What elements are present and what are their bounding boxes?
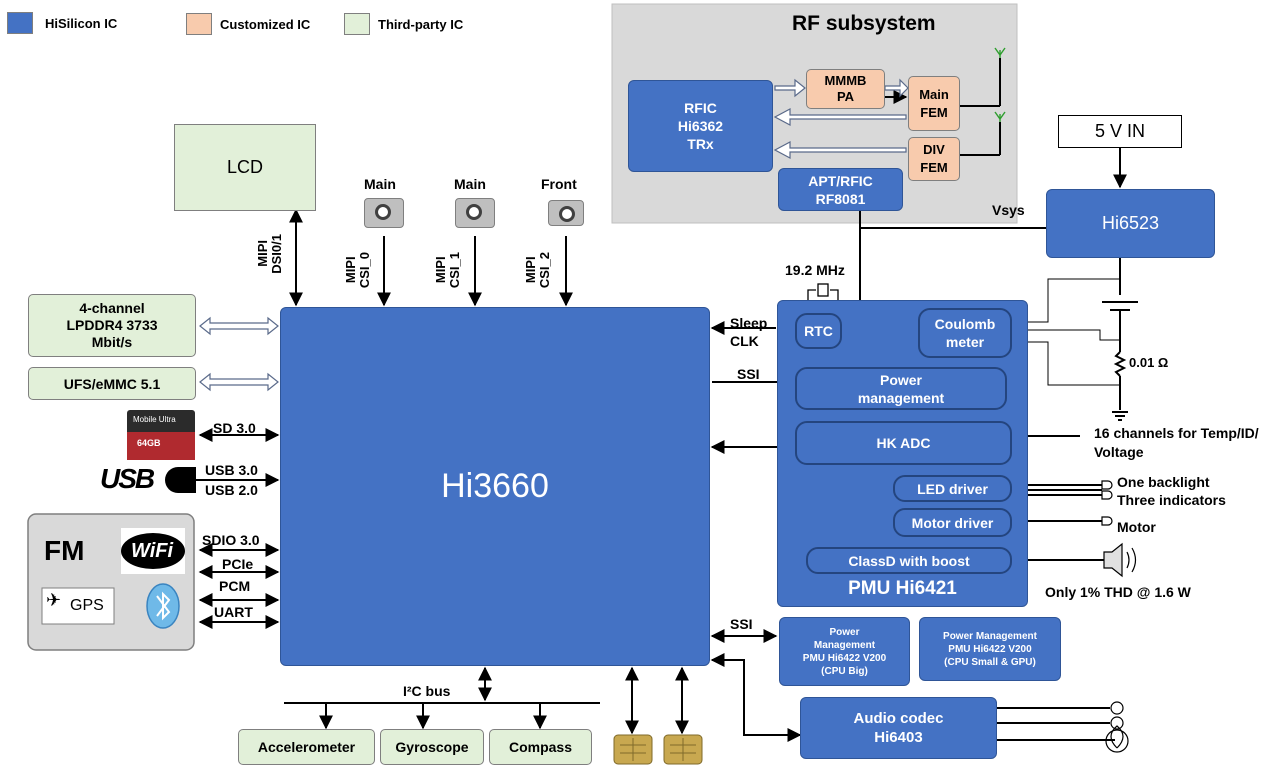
sdio-interface-label: SDIO 3.0 [202,532,260,548]
classd-block: ClassD with boost [806,547,1012,574]
camera-front-label: Front [541,176,577,192]
usb-logo-icon: USB [100,463,155,494]
rf-subsystem-title: RF subsystem [792,12,936,35]
power-input-box: 5 V IN [1058,115,1182,148]
ssi-pmu-label: SSI [737,366,760,382]
camera-main-0-bus: MIPI CSI_0 [343,252,372,289]
camera-front-bus: MIPI CSI_2 [523,252,552,289]
gps-label: GPS [70,597,104,614]
gyroscope-block: Gyroscope [380,729,484,765]
power-management-block: Power management [795,367,1007,410]
hi6523-block: Hi6523 [1046,189,1215,258]
backlight-label: One backlight [1117,474,1210,490]
camera-main-1-label: Main [454,176,486,192]
lpddr-block: 4-channel LPDDR4 3733 Mbit/s [28,294,196,357]
motor-label: Motor [1117,519,1156,535]
sd-card-size: 64GB [137,438,161,448]
legend-swatch-customized [186,13,212,35]
legend-customized-label: Customized IC [220,17,311,32]
camera-main-0-label: Main [364,176,396,192]
led-driver-block: LED driver [893,475,1012,502]
usb2-interface-label: USB 2.0 [205,482,258,498]
motor-driver-block: Motor driver [893,508,1012,537]
accelerometer-block: Accelerometer [238,729,375,765]
adc-channels-label: 16 channels for Temp/ID/ Voltage [1094,425,1259,460]
legend-swatch-third-party [344,13,370,35]
fm-label: FM [44,535,85,566]
ssi-pm-label: SSI [730,616,753,632]
div-fem-block: DIV FEM [908,137,960,181]
indicators-label: Three indicators [1117,492,1226,508]
apt-rfic-block: APT/RFIC RF8081 [778,168,903,211]
audio-codec-block: Audio codec Hi6403 [800,697,997,759]
pcie-interface-label: PCIe [222,556,254,572]
compass-block: Compass [489,729,592,765]
main-fem-block: Main FEM [908,76,960,131]
satellite-icon: ✈ [46,590,62,610]
camera-icon [364,198,404,228]
thd-label: Only 1% THD @ 1.6 W [1045,584,1191,600]
rfic-block: RFIC Hi6362 TRx [628,80,773,172]
legend-third-party-label: Third-party IC [378,17,464,32]
crystal-label: 19.2 MHz [785,262,845,278]
sleep-clk-label: Sleep CLK [730,315,768,349]
lcd-block: LCD [174,124,316,211]
pcm-interface-label: PCM [219,578,251,594]
hk-adc-block: HK ADC [795,421,1012,465]
ufs-block: UFS/eMMC 5.1 [28,367,196,400]
camera-icon [455,198,495,228]
camera-icon [548,200,584,226]
pm-cpu-big-block: Power Management PMU Hi6422 V200 (CPU Bi… [779,617,910,686]
camera-main-1-bus: MIPI CSI_1 [433,252,462,289]
vsys-label: Vsys [992,202,1025,218]
rtc-block: RTC [795,313,842,349]
legend-swatch-hisilicon [7,12,33,34]
sd-interface-label: SD 3.0 [213,420,256,436]
sd-card-brand: Mobile Ultra [133,415,176,424]
wifi-logo-icon: WiFi [131,540,174,562]
soc-hi3660: Hi3660 [280,307,710,666]
usb3-interface-label: USB 3.0 [205,462,258,478]
legend-hisilicon-label: HiSilicon IC [45,16,118,31]
lcd-bus-label: MIPI DSI0/1 [255,234,284,274]
mmmb-pa-block: MMMB PA [806,69,885,109]
uart-interface-label: UART [214,604,253,620]
pm-cpu-small-block: Power Management PMU Hi6422 V200 (CPU Sm… [919,617,1061,681]
i2c-bus-label: I²C bus [403,683,451,699]
resistor-label: 0.01 Ω [1129,355,1169,370]
coulomb-meter-block: Coulomb meter [918,308,1012,358]
